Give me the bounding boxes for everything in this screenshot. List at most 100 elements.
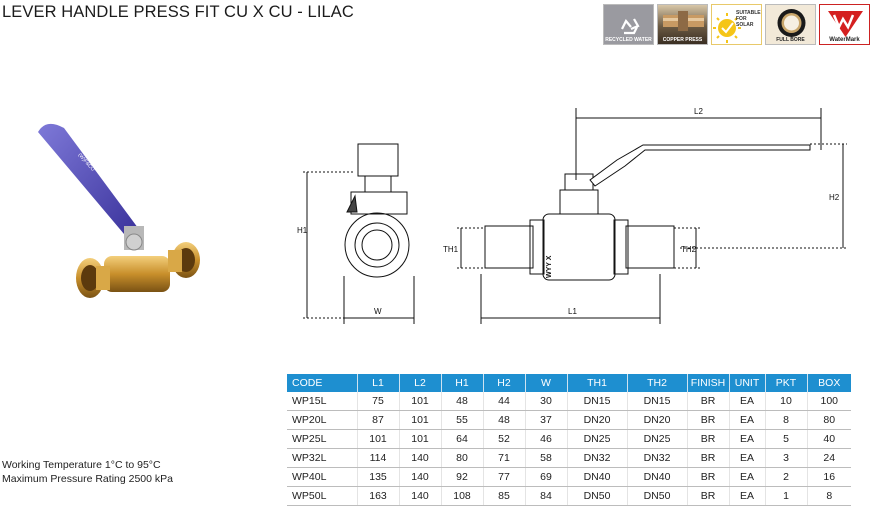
table-cell: 1	[764, 486, 807, 506]
h2-label: H2	[829, 193, 840, 202]
table-cell: 8	[764, 410, 807, 430]
table-cell: WP40L	[287, 467, 357, 487]
table-cell: 114	[356, 448, 399, 468]
column-header: PKT	[764, 374, 807, 392]
table-cell: WP15L	[287, 392, 357, 411]
column-header: BOX	[806, 374, 851, 392]
full-bore-badge: FULL BORE	[765, 4, 816, 45]
column-header: CODE	[287, 374, 357, 392]
table-cell: 30	[524, 392, 567, 411]
watermark-badge: WaterMark	[819, 4, 870, 45]
table-cell: 37	[524, 410, 567, 430]
h1-label: H1	[297, 226, 308, 235]
table-cell: BR	[686, 429, 729, 449]
table-cell: 163	[356, 486, 399, 506]
working-temperature: Working Temperature 1°C to 95°C	[2, 459, 161, 471]
table-cell: DN15	[626, 392, 687, 411]
table-cell: 135	[356, 467, 399, 487]
table-cell: DN32	[626, 448, 687, 468]
column-header: TH1	[566, 374, 627, 392]
table-cell: BR	[686, 448, 729, 468]
w-label: W	[374, 307, 382, 316]
th1-label: TH1	[443, 245, 459, 254]
table-cell: EA	[728, 486, 765, 506]
table-cell: WP32L	[287, 448, 357, 468]
table-cell: 44	[482, 392, 525, 411]
badge-caption: RECYCLED WATER	[605, 37, 652, 43]
table-cell: 46	[524, 429, 567, 449]
page-title: LEVER HANDLE PRESS FIT CU X CU - LILAC	[2, 3, 354, 21]
table-cell: 58	[524, 448, 567, 468]
column-header: TH2	[626, 374, 687, 392]
column-header: H2	[482, 374, 525, 392]
badge-caption: COPPER PRESS	[662, 37, 703, 43]
table-cell: 108	[440, 486, 483, 506]
table-cell: 52	[482, 429, 525, 449]
table-cell: 87	[356, 410, 399, 430]
table-cell: DN15	[566, 392, 627, 411]
column-header: UNIT	[728, 374, 765, 392]
table-cell: EA	[728, 467, 765, 487]
lever-handle	[38, 123, 138, 234]
valve-body	[104, 256, 170, 292]
badge-caption: FULL BORE	[776, 37, 805, 43]
dimension-drawing: H1 W TH1 TH2 L1 L2 H2 WYY X	[297, 107, 847, 324]
table-cell: 48	[482, 410, 525, 430]
table-cell: 71	[482, 448, 525, 468]
column-header: L1	[356, 374, 399, 392]
column-header: W	[524, 374, 567, 392]
table-cell: WP25L	[287, 429, 357, 449]
table-cell: DN20	[566, 410, 627, 430]
certification-badges: RECYCLED WATER COPPER PRESS SUITABLE FOR…	[603, 4, 870, 45]
column-header: L2	[398, 374, 441, 392]
table-cell: 75	[356, 392, 399, 411]
table-cell: BR	[686, 467, 729, 487]
table-cell: 80	[440, 448, 483, 468]
table-cell: DN20	[626, 410, 687, 430]
solar-badge: SUITABLE FOR SOLAR	[711, 4, 762, 45]
table-cell: 2	[764, 467, 807, 487]
table-cell: 140	[398, 467, 441, 487]
watermark-icon	[828, 11, 863, 37]
badge-caption: SUITABLE FOR SOLAR	[736, 10, 761, 28]
table-cell: EA	[728, 410, 765, 430]
max-pressure: Maximum Pressure Rating 2500 kPa	[2, 473, 173, 485]
copper-press-icon	[663, 11, 704, 31]
table-cell: DN32	[566, 448, 627, 468]
body-mark: WYY X	[546, 255, 553, 278]
table-cell: 80	[806, 410, 851, 430]
specifications: Working Temperature 1°C to 95°C Maximum …	[2, 458, 173, 486]
table-cell: 8	[806, 486, 851, 506]
column-header: H1	[440, 374, 483, 392]
table-cell: DN50	[566, 486, 627, 506]
badge-caption: WaterMark	[829, 37, 860, 43]
table-cell: 64	[440, 429, 483, 449]
table-cell: DN40	[566, 467, 627, 487]
table-cell: 101	[398, 410, 441, 430]
full-bore-icon	[777, 9, 806, 37]
table-cell: 5	[764, 429, 807, 449]
table-cell: 16	[806, 467, 851, 487]
table-cell: 77	[482, 467, 525, 487]
recycle-icon	[621, 18, 640, 35]
table-cell: 3	[764, 448, 807, 468]
table-cell: 140	[398, 448, 441, 468]
table-cell: BR	[686, 410, 729, 430]
copper-press-badge: COPPER PRESS	[657, 4, 708, 45]
table-cell: 92	[440, 467, 483, 487]
table-cell: DN40	[626, 467, 687, 487]
table-cell: 101	[398, 392, 441, 411]
table-cell: 48	[440, 392, 483, 411]
column-header: FINISH	[686, 374, 729, 392]
table-cell: 140	[398, 486, 441, 506]
table-cell: EA	[728, 429, 765, 449]
table-cell: 40	[806, 429, 851, 449]
table-cell: WP50L	[287, 486, 357, 506]
